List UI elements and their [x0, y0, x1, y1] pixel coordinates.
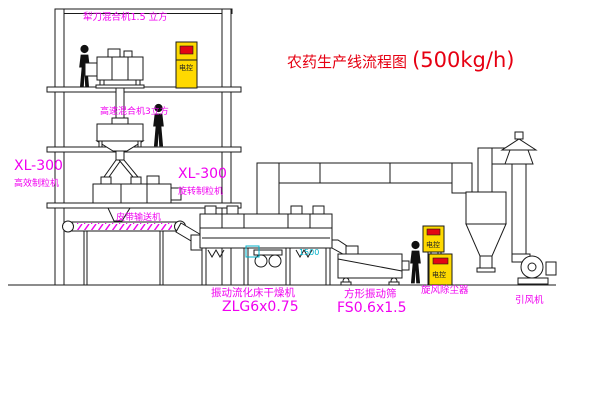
granulator-motor: [170, 187, 182, 201]
dimension-label: 1500: [299, 248, 319, 257]
cabinet-label: 电控: [426, 240, 440, 249]
spring-left: [207, 248, 225, 259]
title-capacity: (500kg/h): [412, 48, 514, 72]
exhaust-stack: [500, 131, 538, 257]
rotary-granulator: [92, 175, 182, 222]
indicator-panel: [432, 257, 449, 265]
spring-right: [295, 248, 313, 259]
discharge-hopper: [107, 207, 131, 222]
label-belt-conveyor: 皮带输送机: [116, 211, 161, 223]
fan-motor: [545, 261, 557, 276]
label-plow-mixer: 犁刀混合机1.5 立方: [83, 11, 168, 23]
vibrating-sieve: [337, 245, 410, 286]
indicator-panel: [179, 45, 194, 55]
induced-draft-fan: [511, 253, 557, 285]
vibration-motor: [268, 254, 282, 268]
belt-conveyor: [62, 220, 204, 286]
cabinet-label: 电控: [179, 63, 193, 72]
label-dryer-name: 振动流化床干燥机: [211, 286, 295, 299]
equipment-labels: 犁刀混合机1.5 立方 高速混合机3立方 XL-300 高效制粒机 XL-300…: [14, 11, 544, 316]
chute-right: [117, 159, 140, 178]
label-granulator-right-name: 旋转制粒机: [178, 185, 223, 197]
cyclone-dust-collector: [465, 147, 519, 273]
label-dust-collector: 旋风除尘器: [421, 284, 469, 296]
chute-left: [103, 159, 122, 178]
diagram-title: 农药生产线流程图 (500kg/h): [287, 48, 514, 72]
label-granulator-right-model: XL-300: [178, 166, 227, 182]
discharge-gate: [245, 245, 260, 258]
label-fan: 引风机: [515, 294, 544, 306]
building-frame: [46, 8, 242, 286]
cabinet-label: 电控: [432, 270, 446, 279]
label-high-speed-mixer: 高速混合机3立方: [100, 105, 169, 117]
label-granulator-left-name: 高效制粒机: [14, 177, 59, 189]
label-granulator-left-model: XL-300: [14, 158, 63, 174]
belt-material-hatch: [76, 223, 172, 230]
label-sieve-name: 方形振动筛: [344, 287, 397, 300]
sieve-outlet: [401, 260, 410, 271]
high-speed-mixer: [95, 117, 145, 178]
exhaust-duct: [256, 162, 473, 215]
vibration-motor: [254, 254, 268, 268]
label-sieve-model: FS0.6x1.5: [337, 300, 407, 316]
indicator-panel: [426, 228, 441, 236]
title-text: 农药生产线流程图: [287, 53, 407, 71]
label-dryer-model: ZLG6x0.75: [222, 299, 299, 315]
person-figure: [410, 240, 421, 284]
control-cabinet-top: 电控: [175, 41, 198, 89]
control-cabinet-right-lower: 电控: [428, 253, 453, 286]
